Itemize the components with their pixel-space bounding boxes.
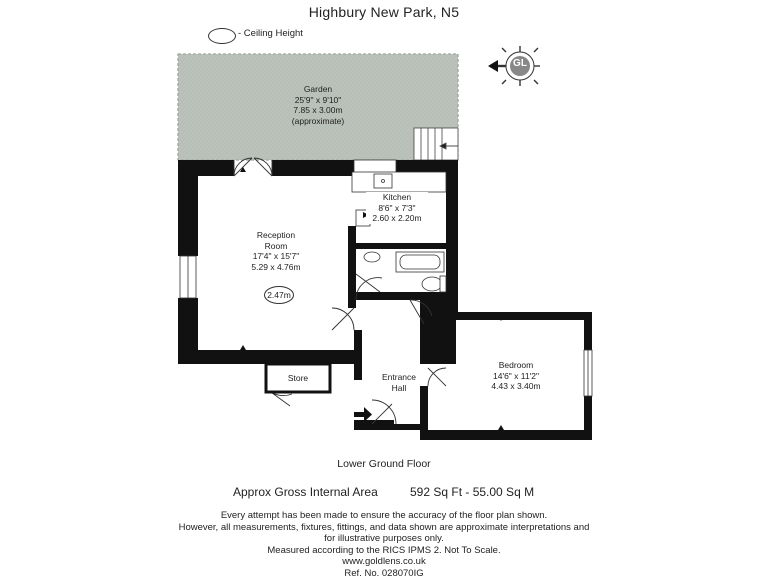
- reception-imperial: 17'4" x 15'7": [252, 251, 300, 261]
- note-line: Every attempt has been made to ensure th…: [220, 510, 548, 521]
- garden-label: Garden 25'9" x 9'10" 7.85 x 3.00m (appro…: [278, 84, 358, 126]
- reference-number: Ref. No. 028070IG: [344, 567, 424, 579]
- reception-ceiling-height: 2.47m: [264, 286, 294, 304]
- floor-level-label: Lower Ground Floor: [337, 458, 431, 470]
- walls: [178, 160, 592, 440]
- kitchen-name: Kitchen: [382, 192, 412, 202]
- garden-area: [177, 53, 459, 161]
- hall-label: Entrance Hall: [374, 372, 424, 393]
- compass-logo-text: GL: [513, 58, 527, 69]
- area-label: Approx Gross Internal Area: [233, 485, 378, 499]
- bedroom-metric: 4.43 x 3.40m: [491, 381, 541, 391]
- garden-name: Garden: [303, 84, 333, 94]
- compass-icon: [488, 46, 540, 86]
- page-title: Highbury New Park, N5: [308, 4, 460, 20]
- kitchen-imperial: 8'6" x 7'3": [378, 202, 416, 213]
- note-line: for illustrative purposes only.: [324, 533, 444, 545]
- hall-name: Entrance: [381, 372, 417, 382]
- kitchen-fittings: [351, 171, 447, 227]
- ceiling-height-legend-icon: [208, 28, 236, 44]
- garden-imperial: 25'9" x 9'10": [294, 94, 342, 105]
- kitchen-label: Kitchen 8'6" x 7'3" 2.60 x 2.20m: [366, 192, 428, 224]
- hall-name-2: Hall: [391, 382, 407, 393]
- bathroom-fittings: [363, 251, 447, 293]
- website-link[interactable]: www.goldlens.co.uk: [342, 556, 426, 568]
- windows: [179, 159, 593, 397]
- bedroom-label: Bedroom 14'6" x 11'2" 4.43 x 3.40m: [476, 360, 556, 392]
- area-value: 592 Sq Ft - 55.00 Sq M: [410, 485, 535, 499]
- reception-metric: 5.29 x 4.76m: [251, 261, 301, 272]
- kitchen-metric: 2.60 x 2.20m: [372, 213, 422, 223]
- store-label: Store: [287, 373, 309, 383]
- note-line: However, all measurements, fixtures, fit…: [178, 521, 590, 533]
- garden-metric: 7.85 x 3.00m: [293, 105, 343, 115]
- disclaimer-notes: Every attempt has been made to ensure th…: [0, 510, 768, 580]
- garden-note: (approximate): [291, 115, 345, 126]
- garden-steps: [413, 127, 459, 161]
- reception-label: Reception Room 17'4" x 15'7" 5.29 x 4.76…: [236, 230, 316, 272]
- bedroom-name: Bedroom: [498, 360, 534, 370]
- doors: [233, 157, 447, 425]
- store-room: [264, 362, 332, 394]
- entrance-arrow-icon: [354, 407, 372, 422]
- note-line: Measured according to the RICS IPMS 2. N…: [267, 544, 501, 556]
- reception-name-2: Room: [264, 240, 288, 251]
- ceiling-height-legend-label: - Ceiling Height: [238, 28, 303, 39]
- reception-name: Reception: [256, 230, 296, 240]
- bedroom-imperial: 14'6" x 11'2": [493, 370, 539, 381]
